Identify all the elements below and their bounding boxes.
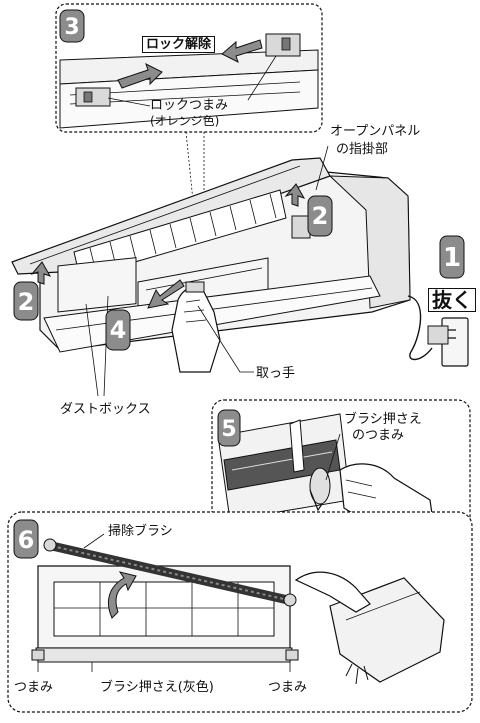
step-numbers: 3 1 2 2 4 5 6 [18, 15, 461, 554]
hand-illustration [171, 281, 221, 373]
open-panel-label: オープンパネル [330, 124, 421, 139]
arrow-right-icon [117, 63, 163, 89]
arrow-up-icon [30, 261, 52, 285]
brush-holder-gray-label: ブラシ押さえ(灰色) [100, 680, 214, 695]
brush-holder-knob-label-2: のつまみ [352, 428, 405, 443]
inset-brush-removal [7, 511, 473, 713]
step-number-6: 6 [18, 526, 35, 554]
curved-arrow-icon [108, 571, 137, 619]
step-number-1: 1 [443, 243, 461, 273]
arrow-left-icon [221, 39, 263, 63]
handle-label: 取っ手 [256, 366, 296, 381]
dust-falling-icon [345, 663, 369, 685]
lock-knob-left [75, 87, 111, 107]
step-number-3: 3 [64, 15, 79, 40]
power-plug [407, 295, 469, 367]
lock-knob-color-label: (オレンジ色) [150, 114, 220, 128]
step-badges [13, 9, 465, 559]
arrow-up-icon [284, 183, 306, 207]
brush-holder-knob-label: ブラシ押さえ [344, 412, 422, 427]
knob-left-label: つまみ [14, 680, 54, 695]
cleaning-brush-label: 掃除ブラシ [108, 524, 173, 539]
dust-box-label: ダストボックス [60, 402, 151, 417]
inset-lock-release [55, 3, 323, 133]
step-number-2-right: 2 [312, 202, 329, 230]
step-number-4: 4 [110, 316, 127, 344]
open-panel-label-2: の指掛部 [336, 142, 389, 157]
knob-right-label: つまみ [268, 680, 308, 695]
unlock-label: ロック解除 [142, 36, 216, 53]
rotate-arrow-icon [309, 489, 323, 512]
unplug-label: 抜く [428, 288, 476, 312]
step-number-2-left: 2 [18, 288, 35, 316]
lock-knob-label: ロックつまみ [150, 98, 229, 113]
lock-knob-right [265, 33, 301, 57]
arrow-down-icon [147, 279, 185, 309]
step-number-5: 5 [221, 417, 236, 442]
